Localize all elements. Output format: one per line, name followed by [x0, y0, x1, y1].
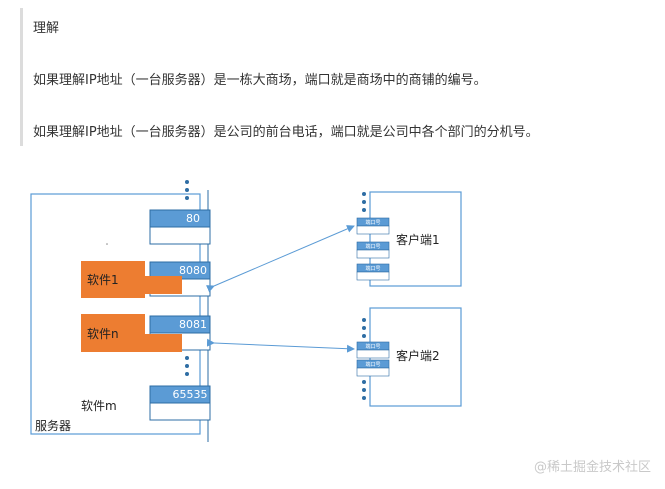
svg-text:端口号: 端口号 [365, 243, 380, 250]
svg-text:端口号: 端口号 [365, 361, 380, 368]
watermark: @稀土掘金技术社区 [533, 460, 651, 475]
client-1-port-b: 端口号 [356, 241, 390, 259]
software-n: 软件n [81, 314, 182, 352]
client-1-port-a: 端口号 [356, 217, 390, 235]
software-n-label: 软件n [87, 327, 119, 341]
svg-text:端口号: 端口号 [365, 219, 380, 226]
stray-dot [106, 243, 108, 245]
software-m-label: 软件m [81, 399, 117, 413]
server-dots-top [185, 180, 189, 200]
port-65535: 65535 [149, 385, 211, 421]
paragraph-phone: 如果理解IP地址（一台服务器）是公司的前台电话，端口就是公司中各个部门的分机号。 [33, 125, 539, 140]
section-heading: 理解 [33, 21, 60, 36]
client-2-dots-top [362, 318, 366, 338]
client-2-port-a: 端口号 [356, 341, 390, 359]
server-dots-middle [185, 356, 189, 376]
connection-8081-client-2 [206, 338, 355, 353]
svg-text:端口号: 端口号 [365, 265, 380, 272]
port-80-label: 80 [186, 212, 200, 225]
port-65535-label: 65535 [173, 388, 208, 401]
client-1-dots [362, 192, 366, 212]
blockquote-bar [20, 8, 23, 146]
port-8080-label: 8080 [179, 264, 207, 277]
client-1-port-c: 端口号 [356, 263, 390, 281]
paragraph-mall: 如果理解IP地址（一台服务器）是一栋大商场，端口就是商场中的商铺的编号。 [33, 73, 487, 88]
client-2-label: 客户端2 [396, 348, 440, 363]
client-1-label: 客户端1 [396, 232, 440, 247]
connection-8080-client-1 [205, 225, 355, 293]
port-8081-label: 8081 [179, 318, 207, 331]
svg-text:端口号: 端口号 [365, 343, 380, 350]
port-80: 80 [149, 209, 211, 245]
client-2-port-b: 端口号 [356, 359, 390, 377]
server-label: 服务器 [35, 418, 71, 433]
software-1: 软件1 [81, 261, 182, 298]
software-1-label: 软件1 [87, 273, 119, 287]
client-1-box [369, 191, 462, 287]
port-diagram: 服务器 80 8080 8081 65535 软件1 [30, 180, 462, 442]
server-box [30, 193, 201, 435]
client-2-dots-bottom [362, 380, 366, 400]
